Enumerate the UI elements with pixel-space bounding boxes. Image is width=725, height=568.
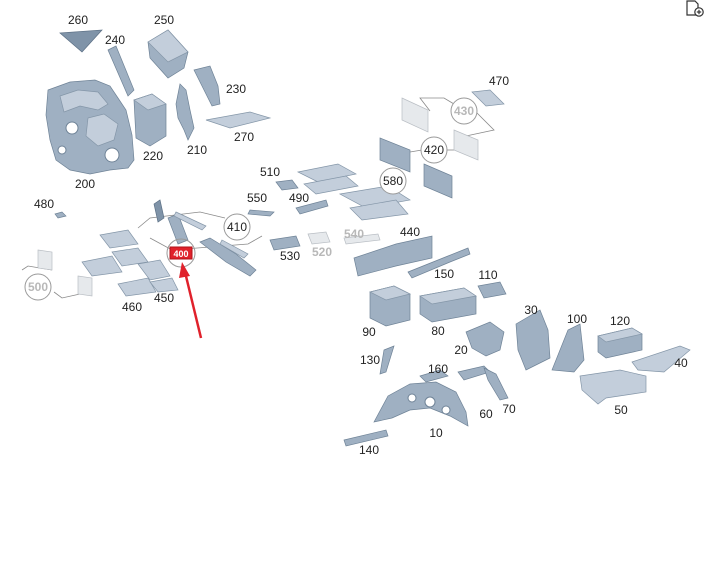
part-120[interactable] [597,327,643,359]
callout-160: 160 [428,362,448,376]
callout-510: 510 [260,165,280,179]
part-550[interactable] [247,209,275,217]
part-40[interactable] [631,345,691,373]
part-470[interactable] [471,89,505,107]
callout-80: 80 [431,324,445,338]
part-50[interactable] [579,369,647,405]
red-arrow-icon [179,262,203,339]
part-415[interactable] [199,237,257,277]
callout-490: 490 [289,191,309,205]
callout-240: 240 [105,33,125,47]
callout-circle-430 [450,97,478,125]
callout-220: 220 [143,149,163,163]
part-520[interactable] [307,231,331,245]
part-413[interactable] [153,199,207,245]
part-160[interactable] [419,369,449,383]
part-460[interactable] [81,229,157,297]
part-10[interactable] [373,381,469,427]
callout-30: 30 [524,303,538,317]
callout-circle-580 [379,167,407,195]
part-480[interactable] [54,211,67,219]
callout-410: 410 [227,220,247,234]
part-260[interactable] [59,29,103,53]
part-90[interactable] [368,285,412,327]
callout-circle-400 [166,238,196,268]
callout-260: 260 [68,13,88,27]
part-200[interactable] [45,79,135,175]
callout-420: 420 [424,143,444,157]
callout-530: 530 [280,249,300,263]
part-240[interactable] [107,45,135,97]
part-430[interactable] [401,97,479,161]
callout-60: 60 [479,407,493,421]
part-100[interactable] [551,323,585,373]
callout-circle-500 [24,273,52,301]
callout-500: 500 [28,280,48,294]
callout-100: 100 [567,312,587,326]
callout-270: 270 [234,130,254,144]
callout-580: 580 [383,174,403,188]
callout-110: 110 [478,268,497,282]
part-510[interactable] [275,179,299,191]
part-500[interactable] [37,249,93,297]
callout-400: 400 [173,249,188,259]
part-130[interactable] [379,345,395,375]
part-450[interactable] [137,259,179,293]
callout-230: 230 [226,82,246,96]
part-80[interactable] [419,287,477,323]
callout-540: 540 [344,227,364,241]
callout-470: 470 [489,74,509,88]
callout-20: 20 [454,343,468,357]
callout-50: 50 [614,403,628,417]
callout-450: 450 [154,291,174,305]
part-420[interactable] [379,137,453,199]
part-60-70[interactable] [457,365,509,401]
part-210[interactable] [175,83,195,141]
part-150[interactable] [407,247,471,279]
part-20[interactable] [465,321,505,357]
part-540[interactable] [343,233,381,245]
part-220[interactable] [133,93,167,147]
callout-90: 90 [362,325,376,339]
part-250[interactable] [147,29,189,79]
part-230[interactable] [193,65,221,107]
part-110[interactable] [477,281,507,299]
callout-circle-420 [420,136,448,164]
part-530[interactable] [269,235,301,251]
callout-130: 130 [360,353,380,367]
callout-70: 70 [502,402,516,416]
part-270[interactable] [205,111,272,129]
callout-460: 460 [122,300,142,314]
part-30[interactable] [515,309,551,371]
callout-200: 200 [75,177,95,191]
part-490[interactable] [295,199,329,215]
part-440[interactable] [353,235,433,277]
callout-10: 10 [429,426,443,440]
callout-circle-410 [223,213,251,241]
callout-480: 480 [34,197,54,211]
callout-440: 440 [400,225,420,239]
document-add-icon[interactable] [683,0,705,18]
callout-120: 120 [610,314,630,328]
callout-550: 550 [247,191,267,205]
callout-520: 520 [312,245,332,259]
callout-40: 40 [674,356,688,370]
callout-210: 210 [187,143,207,157]
callout-150: 150 [434,267,454,281]
part-400-highlighted[interactable]: 400 [169,246,193,260]
callout-430: 430 [454,104,474,118]
callout-250: 250 [154,13,174,27]
callout-140: 140 [359,443,379,457]
part-140[interactable] [343,429,389,447]
